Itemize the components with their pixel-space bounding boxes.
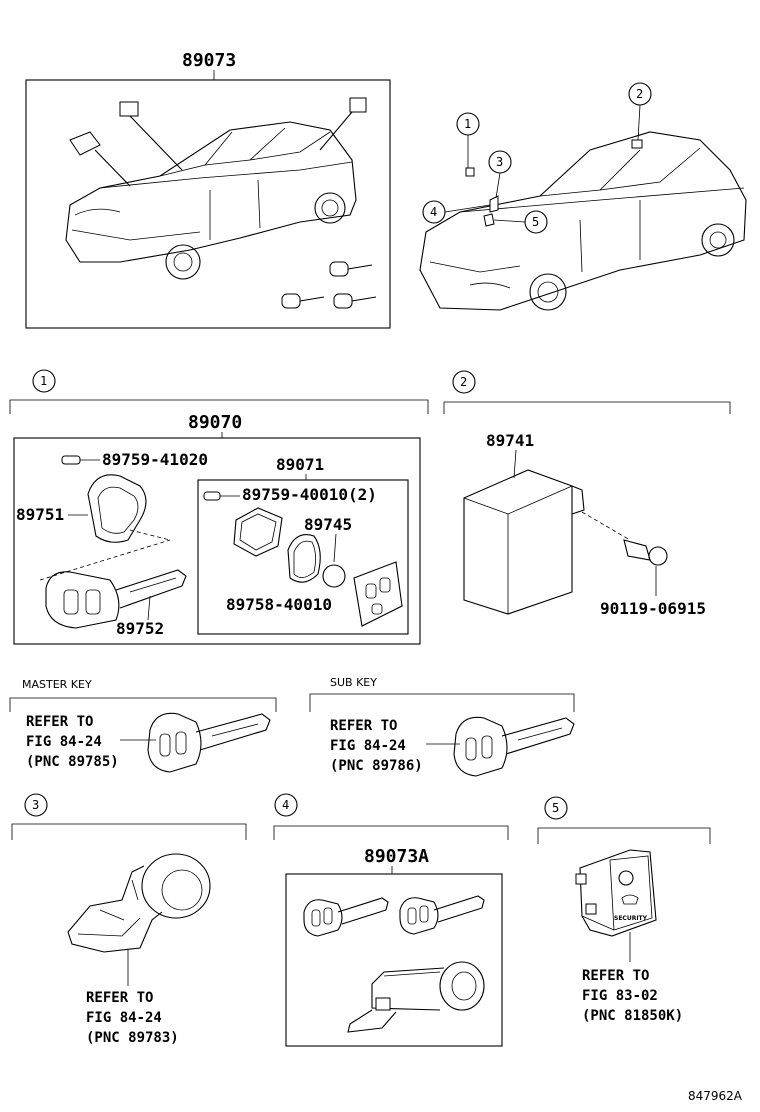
section5-ref-line1: REFER TO (582, 968, 649, 984)
svg-text:2: 2 (636, 87, 643, 101)
top-assembly-label: 89073 (182, 50, 236, 71)
section5-callout-number: 5 (552, 801, 559, 815)
screw-part-number: 89759-41020 (102, 450, 208, 469)
small-key-icon (281, 261, 377, 309)
section4-callout (274, 793, 298, 817)
ignition-lock-cylinder (67, 853, 211, 953)
section3-ref-line2: FIG 84-24 (86, 1010, 162, 1026)
section4-key-icon (303, 895, 485, 937)
top-assembly-frame (25, 79, 391, 329)
section2-callout (452, 370, 476, 394)
security-switch-label: SECURITY (614, 915, 648, 922)
bolt-part (623, 539, 668, 566)
cover-part-number: 89758-40010 (226, 595, 332, 614)
vehicle-illustration-left (65, 97, 377, 309)
section1-assembly-label: 89070 (188, 412, 242, 433)
section1-callout (32, 369, 56, 393)
section3-callout (24, 793, 48, 817)
master-key-caption: MASTER KEY (22, 678, 92, 691)
sub-key-ref-line3: (PNC 89786) (330, 758, 423, 774)
transmitter-part-number: 89071 (276, 455, 324, 474)
transmitter-case (233, 507, 283, 557)
master-key-icon (147, 712, 271, 773)
screw2-part-number: 89759-40010(2) (242, 485, 377, 504)
security-indicator-switch (575, 849, 657, 937)
transmitter-gasket (287, 534, 321, 583)
master-key-ref-line1: REFER TO (26, 714, 93, 730)
svg-text:1: 1 (464, 117, 471, 131)
location-callouts: 1 2 3 4 5 (422, 82, 652, 234)
section1-callout-number: 1 (40, 374, 47, 388)
sub-key-ref-line1: REFER TO (330, 718, 397, 734)
section3-callout-number: 3 (32, 798, 39, 812)
cylinder-component-icon (69, 131, 101, 156)
sub-key-icon (453, 716, 575, 777)
section4-assembly-label: 89073A (364, 846, 429, 867)
module-part-number: 89741 (486, 431, 534, 450)
sub-key-ref-line2: FIG 84-24 (330, 738, 406, 754)
transmitter-frame (197, 479, 409, 635)
vehicle-illustration-right (419, 131, 747, 311)
section1-frame (13, 437, 421, 645)
screw2-part (203, 491, 240, 501)
key-head-shell (87, 474, 147, 543)
sub-key-caption: SUB KEY (330, 676, 377, 689)
section4-callout-number: 4 (282, 798, 289, 812)
master-key-ref-line2: FIG 84-24 (26, 734, 102, 750)
door-lock-cylinder (347, 961, 485, 1033)
key-head-part-number: 89751 (16, 505, 64, 524)
transmitter-cover-part (353, 561, 403, 627)
section5-callout (544, 796, 568, 820)
section3-ref-line1: REFER TO (86, 990, 153, 1006)
svg-text:5: 5 (532, 215, 539, 229)
battery-part (322, 564, 346, 588)
security-module-part (463, 469, 585, 615)
section2-callout-number: 2 (460, 375, 467, 389)
bolt-part-number: 90119-06915 (600, 599, 706, 618)
battery-part-number: 89745 (304, 515, 352, 534)
figure-id: 847962A (688, 1089, 743, 1103)
module-component-icon (349, 97, 367, 113)
key-blade-part-number: 89752 (116, 619, 164, 638)
ignition-component-icon (119, 101, 139, 117)
section3-ref-line3: (PNC 89783) (86, 1030, 179, 1046)
section5-ref-line3: (PNC 81850K) (582, 1008, 683, 1024)
svg-text:4: 4 (430, 205, 437, 219)
svg-text:3: 3 (496, 155, 503, 169)
screw-part (61, 455, 100, 465)
section5-ref-line2: FIG 83-02 (582, 988, 658, 1004)
key-blade-part (45, 569, 187, 629)
section4-frame (285, 873, 503, 1047)
master-key-ref-line3: (PNC 89785) (26, 754, 119, 770)
